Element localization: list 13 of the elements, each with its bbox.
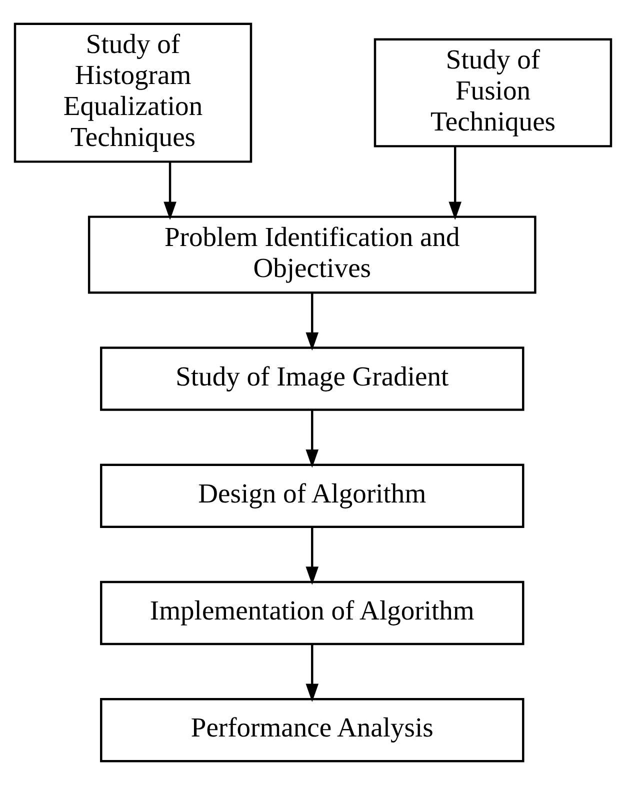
- arrow: [306, 644, 319, 702]
- arrow: [306, 293, 319, 351]
- arrow: [164, 162, 176, 220]
- arrow: [448, 146, 462, 220]
- node-box: Implementation of Algorithm: [100, 580, 524, 646]
- node-box: Problem Identification and Objectives: [88, 216, 536, 294]
- arrow: [306, 527, 319, 585]
- node-box: Study of Image Gradient: [100, 346, 524, 411]
- node-box: Study of Histogram Equalization Techniques: [14, 22, 252, 163]
- node-box: Design of Algorithm: [100, 464, 524, 528]
- node-box: Performance Analysis: [100, 698, 524, 762]
- arrow: [306, 410, 319, 468]
- node-box: Study of Fusion Techniques: [374, 38, 612, 148]
